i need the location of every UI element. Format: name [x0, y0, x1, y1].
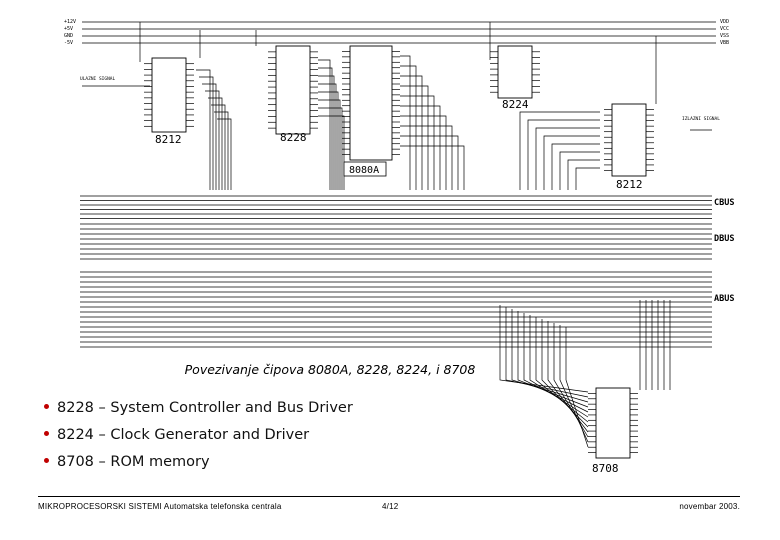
figure-caption: Povezivanje čipova 8080A, 8228, 8224, i …	[184, 362, 476, 377]
wire	[400, 125, 453, 190]
wire	[567, 159, 600, 190]
chip-8080a	[349, 45, 393, 161]
wire	[318, 67, 333, 190]
chip-label-8228: 8228	[280, 131, 307, 144]
bullet-list: 8228 – System Controller and Bus Driver …	[44, 398, 353, 479]
wire	[543, 135, 600, 190]
wire	[205, 90, 220, 190]
power-right-label-1: VDD	[720, 19, 729, 25]
wire	[318, 91, 339, 190]
wire	[400, 105, 441, 190]
footer-page-number: 4/12	[382, 502, 399, 511]
wire	[535, 127, 600, 190]
power-left-label-1: +12V	[64, 19, 76, 25]
wire	[519, 111, 600, 190]
bus-label-abus: ABUS	[714, 294, 734, 304]
wire	[196, 69, 211, 190]
chip-label-8708: 8708	[592, 462, 619, 475]
wire	[400, 95, 435, 190]
bullet-item-8228: 8228 – System Controller and Bus Driver	[44, 398, 353, 425]
footer-course-title: MIKROPROCESORSKI SISTEMI Automatska tele…	[38, 502, 282, 511]
wire	[400, 85, 429, 190]
wire	[553, 323, 589, 438]
chip-8224	[497, 45, 533, 99]
wire	[211, 104, 226, 190]
power-left-label-2: +5V	[64, 26, 73, 32]
wire	[202, 83, 217, 190]
bullet-text: 8228 – System Controller and Bus Driver	[57, 400, 353, 416]
chip-8212-input	[151, 57, 187, 133]
wire	[400, 115, 447, 190]
wire	[400, 65, 417, 190]
bullet-item-8708: 8708 – ROM memory	[44, 452, 353, 479]
wire	[575, 167, 600, 190]
chip-8212-output	[611, 103, 647, 177]
bullet-dot-icon	[44, 430, 49, 436]
output-signal-label: IZLAZNI SIGNAL	[682, 116, 720, 122]
wire	[400, 145, 465, 190]
chip-label-8224: 8224	[502, 98, 529, 111]
wire	[400, 135, 459, 190]
chip-label-8080: 8080A	[349, 165, 379, 176]
chip-label-8212-out: 8212	[616, 178, 643, 191]
wire	[318, 83, 337, 190]
wire	[318, 99, 341, 190]
power-right-label-4: VBB	[720, 40, 729, 46]
wire	[527, 119, 600, 190]
wire	[199, 76, 214, 190]
wire	[565, 327, 589, 448]
wire	[517, 311, 589, 408]
power-right-label-3: VSS	[720, 33, 729, 39]
wire	[400, 55, 411, 190]
wire	[559, 151, 600, 190]
power-right-label-2: VCC	[720, 26, 729, 32]
wire	[559, 325, 589, 443]
chip-label-8212-in: 8212	[155, 133, 182, 146]
bullet-item-8224: 8224 – Clock Generator and Driver	[44, 425, 353, 452]
chip-8080-label-box	[343, 161, 387, 177]
wire	[318, 107, 343, 190]
wires	[82, 22, 712, 453]
wire	[499, 305, 589, 393]
chip-8228	[275, 45, 311, 135]
bullet-dot-icon	[44, 457, 49, 463]
footer-date: novembar 2003.	[679, 502, 740, 511]
wire	[318, 59, 331, 190]
bus-label-cbus: CBUS	[714, 198, 734, 208]
bullet-text: 8708 – ROM memory	[57, 454, 210, 470]
wire	[214, 111, 229, 190]
wire	[208, 97, 223, 190]
bullet-dot-icon	[44, 403, 49, 409]
slide-footer: MIKROPROCESORSKI SISTEMI Automatska tele…	[38, 496, 740, 517]
input-signal-label: ULAZNI SIGNAL	[80, 76, 116, 82]
bullet-text: 8224 – Clock Generator and Driver	[57, 427, 310, 443]
power-left-label-4: -5V	[64, 40, 73, 46]
wire	[318, 75, 335, 190]
chip-8708	[595, 387, 631, 459]
wire	[400, 75, 423, 190]
power-left-label-3: GND	[64, 33, 73, 39]
bus-label-dbus: DBUS	[714, 234, 734, 244]
wire	[551, 143, 600, 190]
bus-lines	[80, 21, 716, 348]
chips	[151, 45, 647, 459]
wire	[217, 118, 232, 190]
